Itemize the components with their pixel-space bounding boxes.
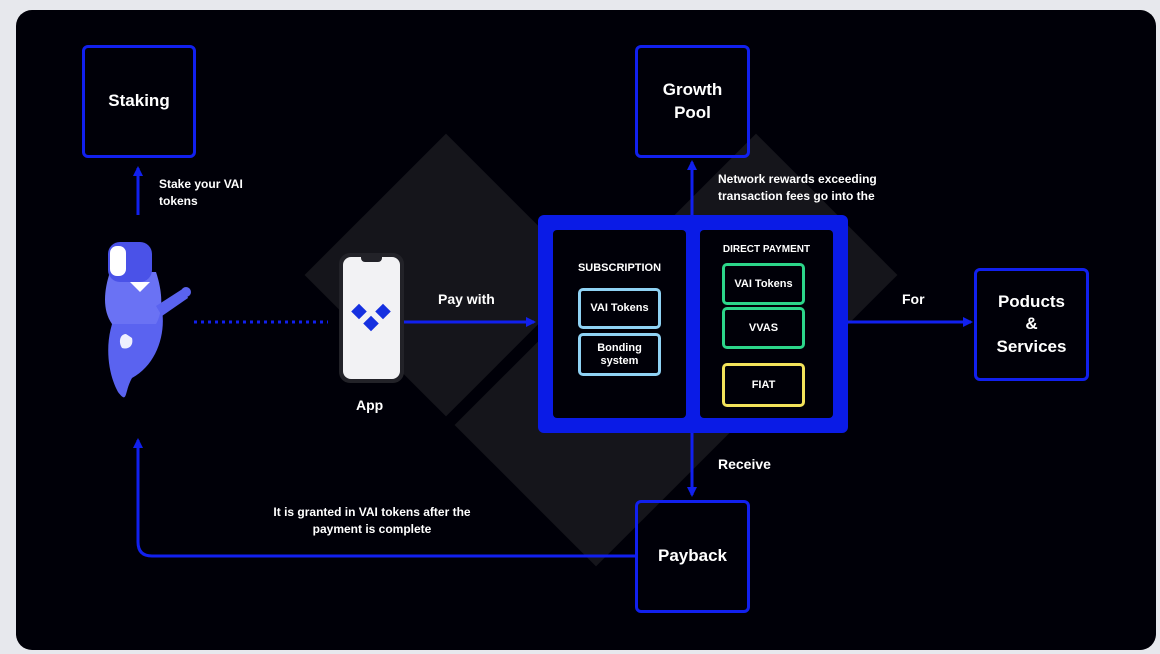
phone-notch xyxy=(361,257,382,262)
phone-screen xyxy=(343,257,400,379)
staking-label: Staking xyxy=(108,91,170,111)
granted-label: It is granted in VAI tokens after the pa… xyxy=(273,505,471,537)
direct-payment-title: DIRECT PAYMENT xyxy=(722,244,811,255)
growth-pool-node: Growth Pool xyxy=(635,45,750,158)
direct-vai-tokens-chip: VAI Tokens xyxy=(722,263,805,305)
subscription-bonding-system-chip: Bonding system xyxy=(578,333,661,376)
diagram-canvas: Staking Growth Pool Poducts & Services P… xyxy=(16,10,1156,650)
for-label: For xyxy=(902,291,925,307)
products-services-label: Poducts & Services xyxy=(996,292,1067,356)
arrow-payback-to-user xyxy=(133,438,636,558)
app-label: App xyxy=(356,397,384,413)
direct-fiat-chip: FIAT xyxy=(722,363,805,407)
payback-node: Payback xyxy=(635,500,750,613)
blue-diamond-logo-icon xyxy=(351,303,391,332)
staking-node: Staking xyxy=(82,45,196,158)
direct-vvas-chip: VVAS xyxy=(722,307,805,349)
receive-label: Receive xyxy=(718,456,771,472)
network-rewards-label: Network rewards exceeding transaction fe… xyxy=(718,172,877,204)
phone-device xyxy=(339,253,404,383)
subscription-vai-tokens-chip: VAI Tokens xyxy=(578,288,661,329)
direct-payment-panel: DIRECT PAYMENT VAI Tokens VVAS FIAT xyxy=(700,230,833,418)
payback-label: Payback xyxy=(658,546,727,566)
pay-with-label: Pay with xyxy=(438,291,495,307)
payment-options-block: SUBSCRIPTION VAI Tokens Bonding system D… xyxy=(538,215,848,433)
connectors xyxy=(133,160,973,558)
products-services-node: Poducts & Services xyxy=(974,268,1089,381)
subscription-title: SUBSCRIPTION xyxy=(577,262,662,274)
subscription-panel: SUBSCRIPTION VAI Tokens Bonding system xyxy=(553,230,686,418)
growth-pool-label: Growth Pool xyxy=(662,80,723,122)
stake-tokens-label: Stake your VAI tokens xyxy=(159,177,243,209)
